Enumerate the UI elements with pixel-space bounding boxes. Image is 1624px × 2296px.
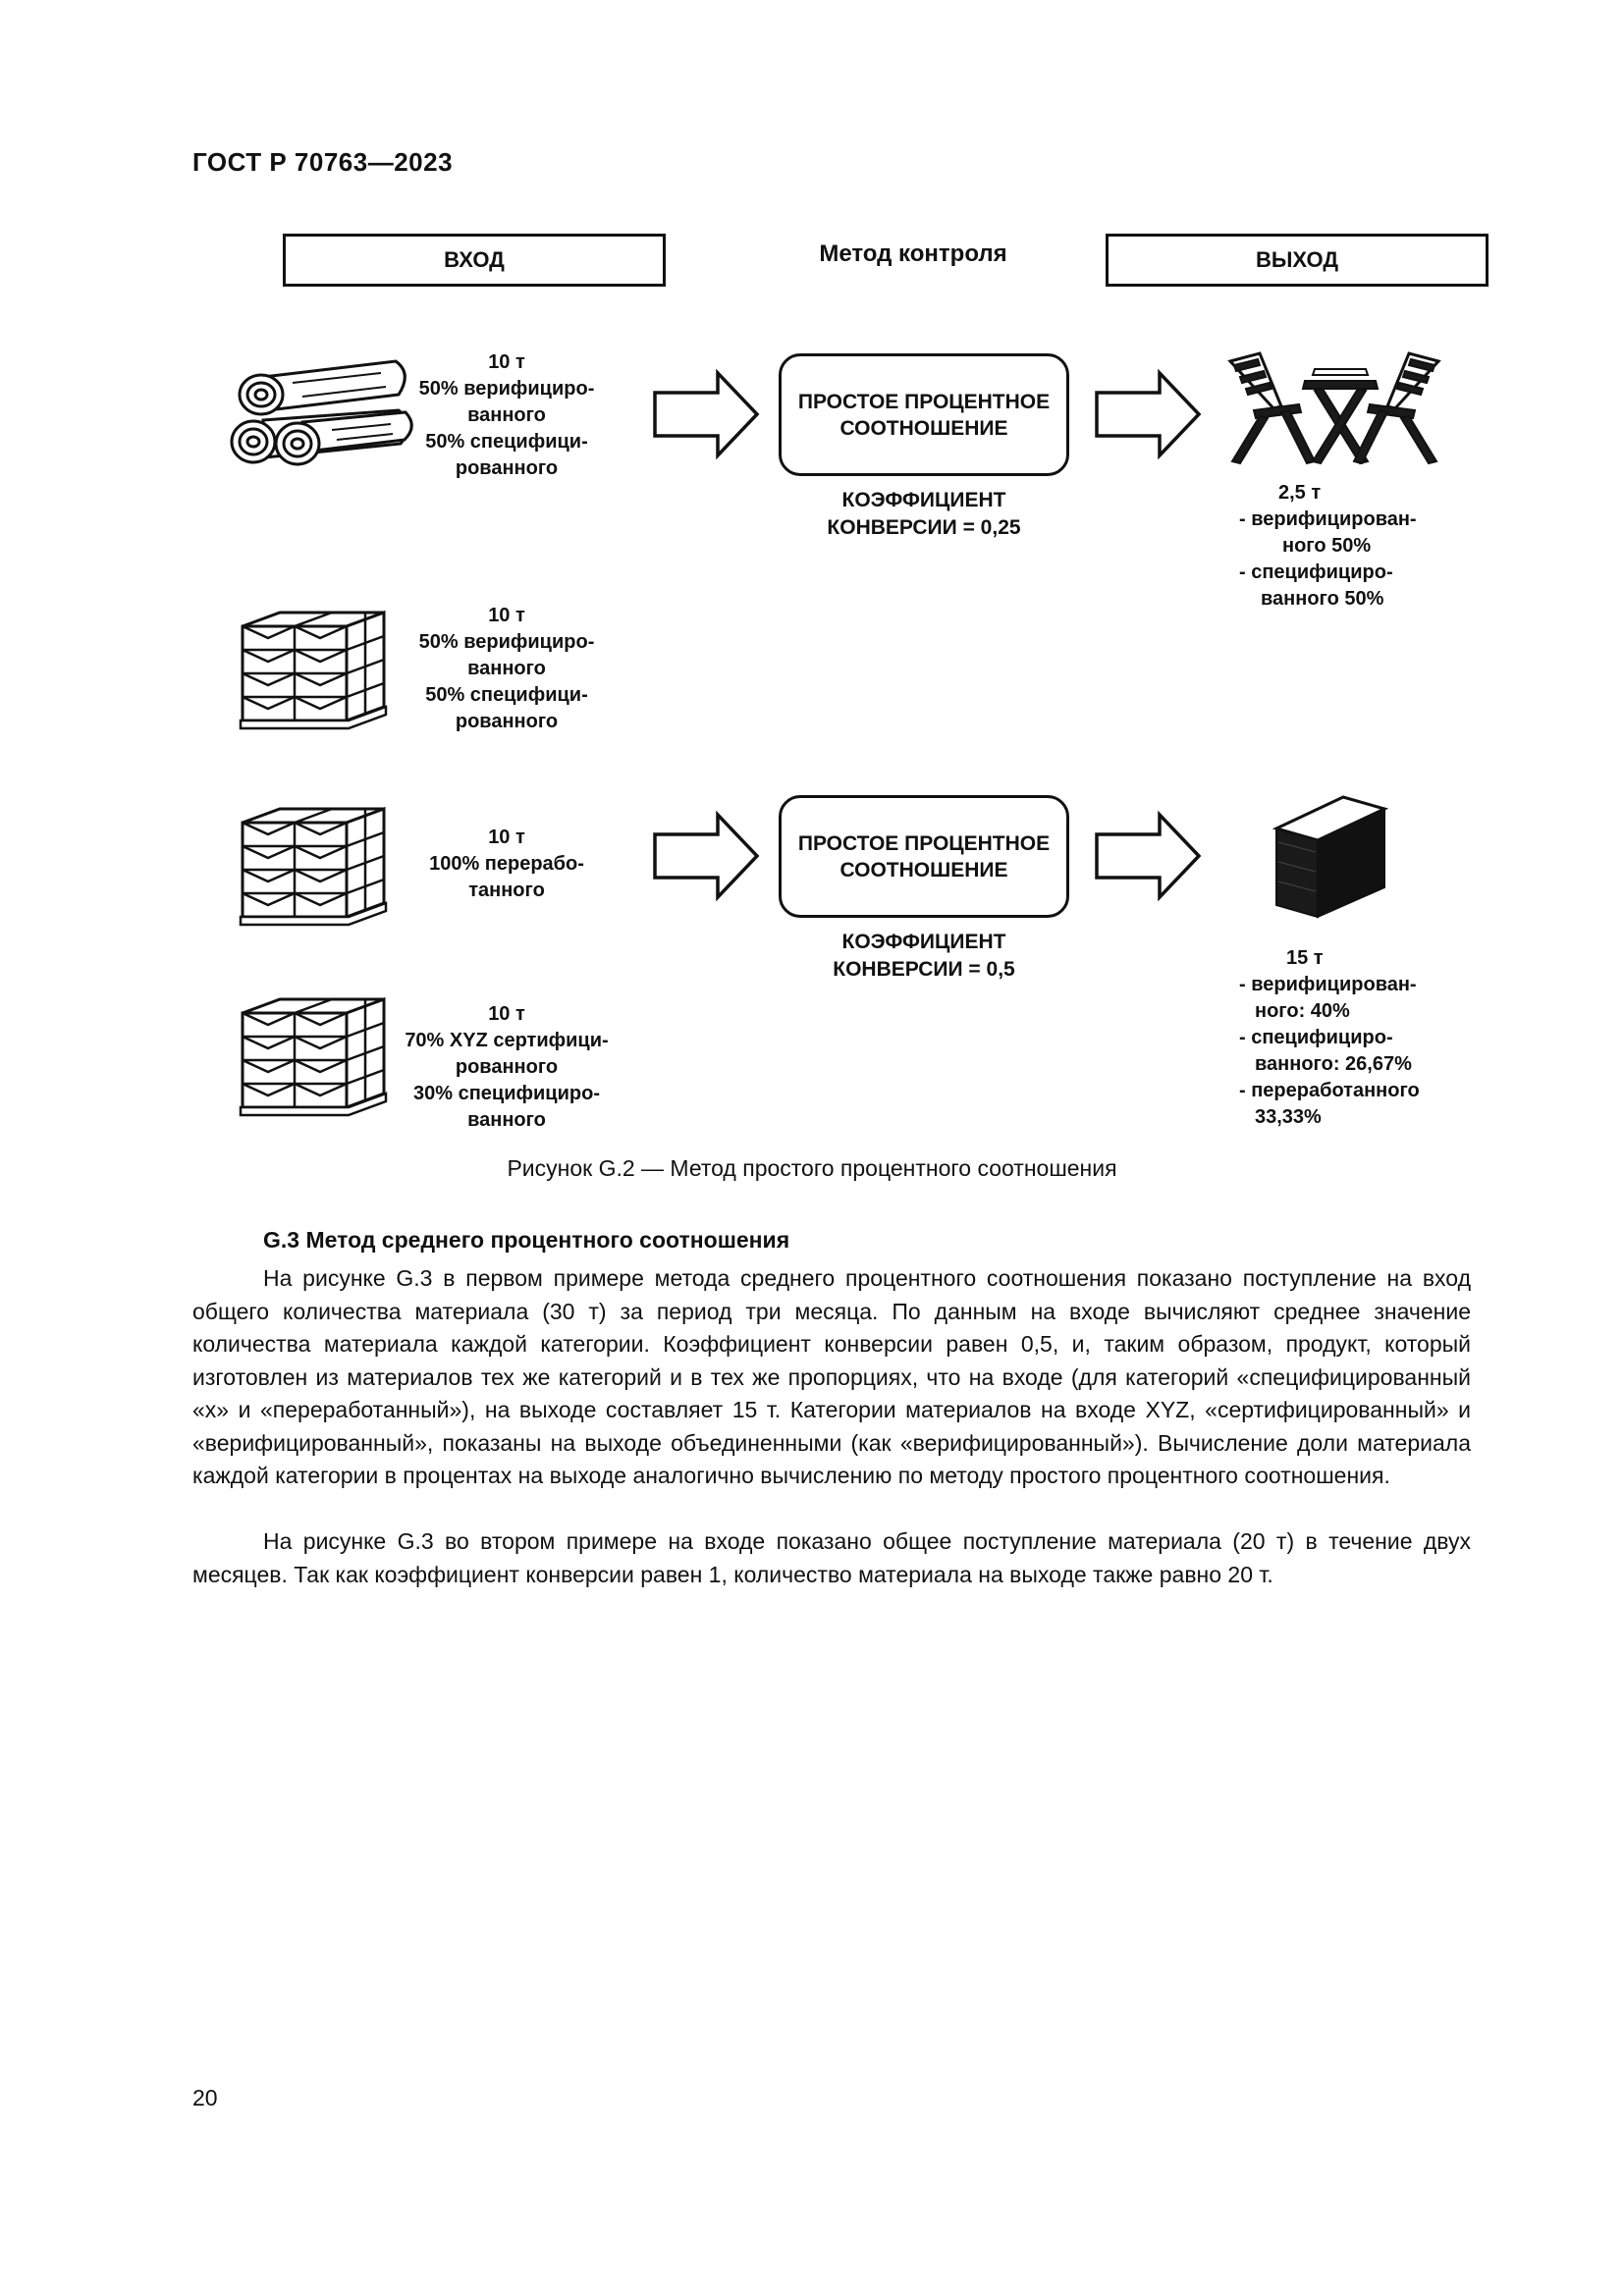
figure-caption: Рисунок G.2 — Метод простого процентного… bbox=[507, 1155, 1117, 1181]
logs-icon bbox=[230, 359, 413, 466]
pallet-boxes-icon bbox=[239, 806, 388, 927]
pallet-boxes-icon bbox=[239, 610, 388, 730]
row1-output-label: 2,5 т - верифицирован- ного 50% - специф… bbox=[1239, 482, 1417, 610]
paper-stack-icon bbox=[1272, 795, 1389, 919]
section-paragraph-2: На рисунке G.3 во втором примере на вход… bbox=[192, 1528, 1471, 1587]
row2-output-label: 15 т - верифицирован- ного: 40% - специф… bbox=[1239, 947, 1420, 1128]
control-method-header: Метод контроля bbox=[819, 240, 1007, 267]
pallet-boxes-icon bbox=[239, 996, 388, 1117]
arrow-right-icon bbox=[1095, 810, 1202, 902]
furniture-icon bbox=[1227, 351, 1441, 465]
output-header-box: ВЫХОД bbox=[1106, 234, 1489, 287]
input-header-box: ВХОД bbox=[283, 234, 666, 287]
arrow-right-icon bbox=[653, 368, 760, 460]
arrow-right-icon bbox=[1095, 368, 1202, 460]
section-title: G.3 Метод среднего процентного соотношен… bbox=[263, 1227, 790, 1253]
document-code: ГОСТ Р 70763—2023 bbox=[192, 147, 454, 177]
section-paragraph-1: На рисунке G.3 в первом примере метода с… bbox=[192, 1265, 1471, 1488]
page-number: 20 bbox=[192, 2085, 218, 2110]
arrow-right-icon bbox=[653, 810, 760, 902]
